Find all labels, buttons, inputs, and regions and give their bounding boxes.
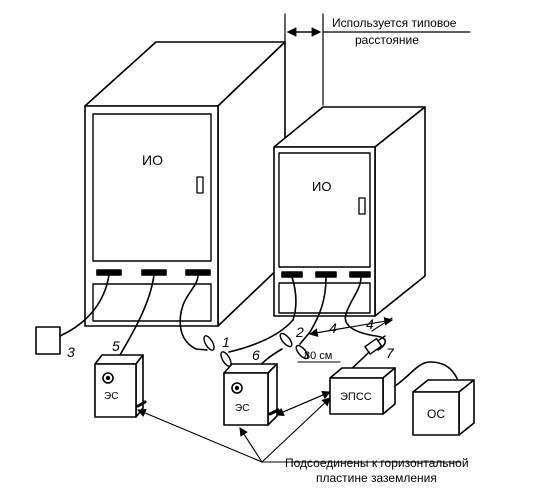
spacing-caption-line2: расстояние (355, 33, 419, 47)
cable-to-item-7 (344, 276, 387, 351)
cable-ferrite-1-to-small (228, 276, 297, 353)
io-large-label: ИО (142, 152, 163, 168)
cable-to-item-3 (59, 274, 110, 337)
es-5-unit (94, 354, 147, 418)
ferrite-1 (203, 335, 232, 367)
ground-caption-line2: пластине заземления (316, 471, 437, 485)
ferrite-2 (279, 332, 309, 360)
small-io-cabinet (273, 106, 426, 317)
callout-5: 5 (112, 338, 120, 354)
epss-unit (329, 367, 396, 415)
es-6-label: ЭС (235, 403, 249, 414)
large-cabinet-handle (196, 176, 204, 194)
spacing-dimension (284, 13, 471, 106)
ground-caption-line1: Подсоединены к горизонтальной (285, 456, 469, 470)
callout-6: 6 (252, 347, 260, 363)
callout-7: 7 (386, 345, 395, 361)
callout-4b: 4 (366, 316, 374, 332)
os-label: ОС (427, 407, 445, 421)
callout-1: 1 (222, 334, 230, 350)
small-cabinet-handle (358, 197, 366, 215)
callout-3: 3 (67, 344, 75, 360)
io-small-label: ИО (312, 179, 331, 194)
callout-2: 2 (295, 324, 304, 340)
small-cabinet-port-3 (349, 271, 371, 278)
large-io-cabinet (84, 41, 286, 327)
distance-dimension (274, 316, 394, 417)
cable-epss-to-os (394, 361, 461, 387)
callout-4a: 4 (329, 320, 337, 336)
distance-label: 80 см (304, 350, 332, 362)
spacing-caption-line1: Используется типовое (332, 16, 457, 30)
cable-large-to-ferrite-1 (179, 274, 208, 351)
ground-leaders (136, 397, 461, 463)
connector-7 (364, 335, 386, 355)
epss-label: ЭПСС (340, 391, 372, 403)
os-unit (412, 379, 475, 436)
item-3-box (35, 326, 61, 355)
es-5-label: ЭС (104, 391, 118, 402)
es-6-unit (223, 363, 280, 426)
